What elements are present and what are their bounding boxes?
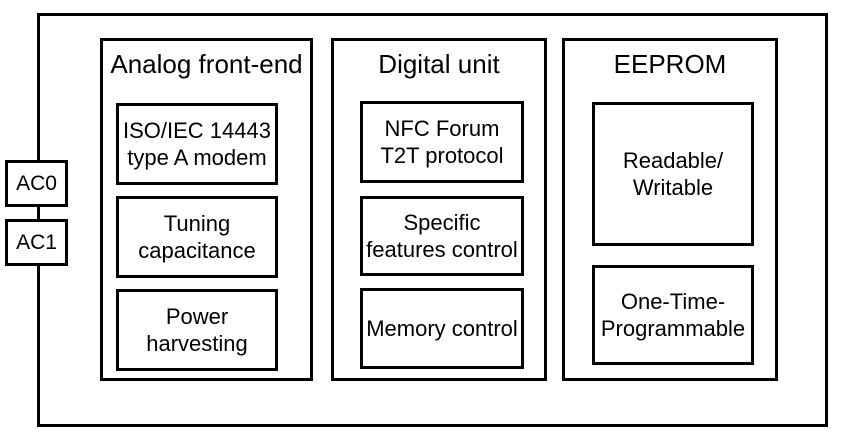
pin-ac0-label: AC0 xyxy=(16,171,57,195)
pin-ac1-label: AC1 xyxy=(16,230,57,254)
block-specific-features-control: Specific features control xyxy=(360,196,524,276)
block-one-time-programmable: One-Time- Programmable xyxy=(592,265,754,365)
block-readable-writable: Readable/ Writable xyxy=(592,102,754,246)
pin-ac0: AC0 xyxy=(5,160,68,207)
block-power-harvesting: Power harvesting xyxy=(116,289,278,371)
block-iso-iec-14443-type-a-modem: ISO/IEC 14443 type A modem xyxy=(116,103,278,185)
section-eeprom-title: EEPROM xyxy=(613,49,727,79)
section-eeprom: EEPROM Readable/ Writable One-Time- Prog… xyxy=(562,38,778,381)
block-tuning-capacitance: Tuning capacitance xyxy=(116,196,278,278)
section-digital-unit-title: Digital unit xyxy=(378,49,500,79)
block-memory-control: Memory control xyxy=(360,288,524,369)
section-analog-front-end-title: Analog front-end xyxy=(110,49,303,79)
block-nfc-forum-t2t-protocol: NFC Forum T2T protocol xyxy=(360,101,524,183)
section-digital-unit: Digital unit NFC Forum T2T protocol Spec… xyxy=(331,38,547,381)
pin-ac1: AC1 xyxy=(5,219,68,266)
section-analog-front-end: Analog front-end ISO/IEC 14443 type A mo… xyxy=(100,38,313,381)
